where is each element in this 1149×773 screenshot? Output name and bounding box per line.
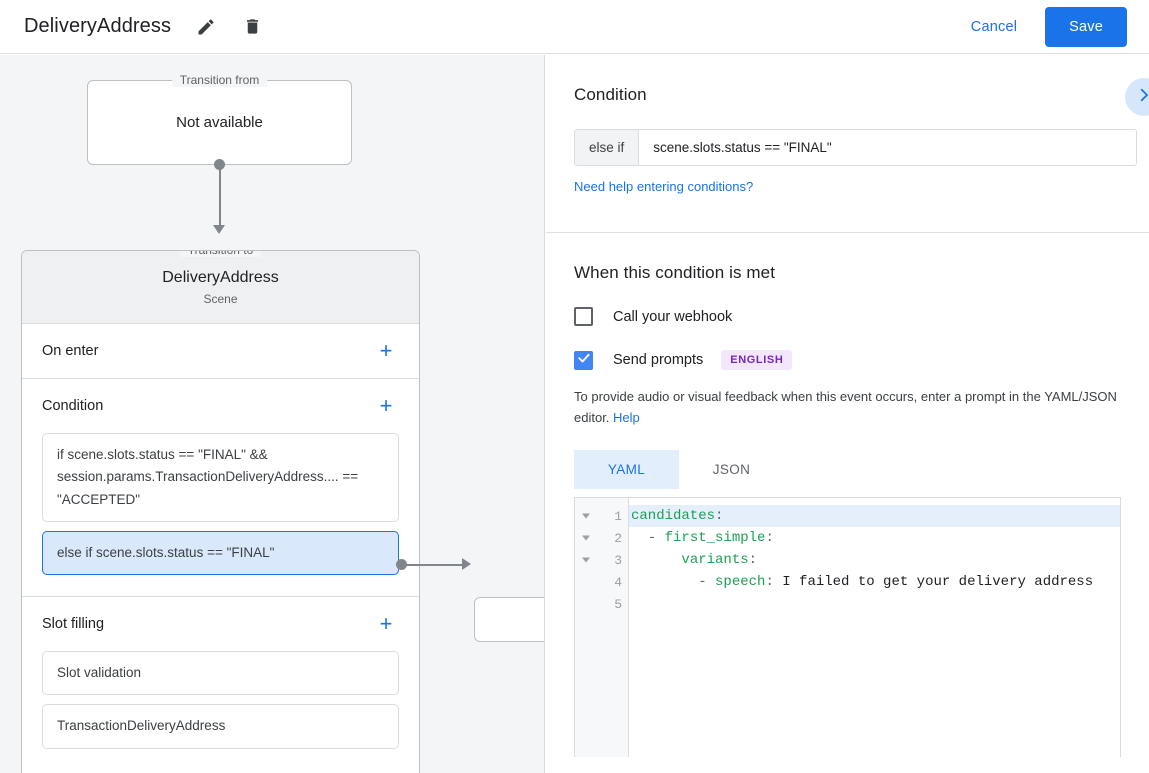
editor-code-line[interactable]: - speech: I failed to get your delivery … [631,574,1094,591]
scene-card-header: DeliveryAddress Scene [22,251,419,324]
transition-to-legend: Transition to [179,251,262,257]
connector-arrow-down [213,225,225,234]
fold-triangle-icon[interactable] [582,535,590,541]
condition-prefix-label: else if [575,130,640,165]
tab-json[interactable]: JSON [712,462,751,478]
flow-canvas[interactable]: Transition from Not available Transition… [0,55,545,773]
condition-editor-row[interactable]: else if [574,129,1137,166]
scene-type: Scene [203,291,238,306]
transition-to-node[interactable]: Transition to DeliveryAddress Scene On e… [21,250,420,773]
section-title-condition: Condition [42,398,104,414]
condition-item-selected[interactable]: else if scene.slots.status == "FINAL" [42,530,399,576]
editor-line-number: 1 [575,505,628,527]
connector-dot-top [214,159,225,170]
tab-yaml[interactable]: YAML [574,450,679,490]
add-on-enter-icon[interactable]: + [379,338,393,363]
downstream-node[interactable] [474,597,544,642]
section-header-slot-filling: Slot filling + [42,597,399,651]
editor-line-number: 5 [614,596,622,612]
chevron-right-icon [1135,86,1149,109]
section-title-slot-filling: Slot filling [42,616,105,633]
edit-name-button[interactable] [189,10,223,44]
section-header-on-enter: On enter + [42,324,399,378]
section-condition: Condition + if scene.slots.status == "FI… [22,379,419,598]
condition-expression-input[interactable] [639,130,1136,165]
editor-line-number: 2 [575,527,628,549]
checkmark-icon [577,351,591,370]
language-badge: ENGLISH [721,350,793,370]
send-prompts-checkbox[interactable] [574,350,593,370]
top-app-bar: DeliveryAddress Cancel Save [0,0,1149,54]
fold-triangle-icon[interactable] [582,513,590,519]
delete-button[interactable] [235,10,269,44]
editor-line-number: 4 [614,574,622,590]
editor-line-number: 3 [575,549,628,571]
editor-code-line[interactable]: candidates: [629,505,1120,528]
editor-code-line[interactable]: variants: [681,552,758,569]
section-slot-filling: Slot filling + Slot validation Transacti… [22,597,419,770]
section-on-enter: On enter + [22,324,419,379]
expand-panel-button[interactable] [1125,78,1149,116]
condition-heading: Condition [574,85,647,104]
editor-format-tabs: YAML JSON [574,450,1121,490]
call-webhook-label: Call your webhook [613,308,733,325]
send-prompts-label: Send prompts [613,352,704,368]
scene-name: DeliveryAddress [162,268,279,286]
save-button[interactable]: Save [1045,6,1127,47]
transition-from-node[interactable]: Transition from Not available [87,73,352,165]
connector-dot-condition [396,559,407,570]
details-panel: Condition else if Need help entering con… [546,55,1149,773]
condition-block: Condition else if Need help entering con… [546,55,1149,233]
transition-from-legend: Transition from [171,73,268,87]
editor-code-line[interactable] [629,593,1120,615]
page-title: DeliveryAddress [24,15,172,37]
connector-line-horizontal [404,564,466,566]
send-prompts-option-row[interactable]: Send prompts ENGLISH [574,350,1121,370]
section-header-condition: Condition + [42,379,399,433]
pencil-icon [196,17,216,37]
when-condition-met-heading: When this condition is met [574,263,776,282]
when-condition-met-block: When this condition is met Call your web… [546,233,1149,758]
add-condition-icon[interactable]: + [379,393,393,418]
editor-code-area[interactable]: candidates: - first_simple: variants: - … [629,498,1120,757]
condition-item[interactable]: if scene.slots.status == "FINAL" && sess… [42,433,399,522]
section-title-on-enter: On enter [42,343,99,359]
slot-filling-item[interactable]: TransactionDeliveryAddress [42,704,399,749]
webhook-option-row[interactable]: Call your webhook [574,307,1121,326]
prompts-helper-sentence: To provide audio or visual feedback when… [574,389,1117,426]
prompts-help-link[interactable]: Help [613,410,640,426]
condition-help-link[interactable]: Need help entering conditions? [574,179,754,194]
connector-line-vertical [219,165,221,227]
fold-triangle-icon[interactable] [582,557,590,563]
cancel-button[interactable]: Cancel [961,10,1027,44]
transition-from-value: Not available [176,114,263,131]
trash-icon [243,17,262,36]
connector-arrow-right [462,558,471,570]
add-slot-filling-icon[interactable]: + [379,611,393,637]
slot-filling-item[interactable]: Slot validation [42,651,399,696]
call-webhook-checkbox[interactable] [574,307,593,326]
prompts-helper-text: To provide audio or visual feedback when… [574,386,1121,428]
editor-code-line[interactable]: - first_simple: [631,530,774,547]
